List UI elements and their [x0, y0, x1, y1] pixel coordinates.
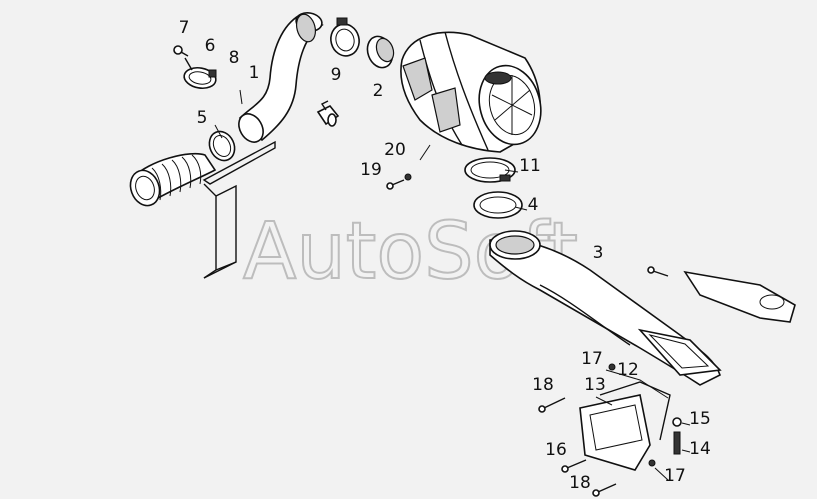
- flange-gasket: [637, 328, 722, 376]
- callout-1: 1: [249, 63, 260, 83]
- mounting-bracket: [202, 140, 276, 279]
- callout-7: 7: [179, 18, 190, 38]
- bolt-18-upper: [538, 397, 566, 413]
- callout-8: 8: [229, 48, 240, 68]
- callout-9: 9: [331, 65, 342, 85]
- hose-clamp-5: [208, 130, 236, 162]
- sleeve-2: [366, 35, 395, 69]
- callout-13: 13: [584, 375, 606, 395]
- air-filter-housing: [400, 31, 542, 153]
- callout-17: 17: [664, 466, 686, 486]
- bolt-7: [173, 45, 189, 57]
- callout-6: 6: [205, 36, 216, 56]
- callout-16: 16: [545, 440, 567, 460]
- callout-4: 4: [528, 195, 539, 215]
- ring-4: [473, 191, 523, 219]
- bolt-19: [386, 173, 412, 190]
- callout-17: 17: [581, 349, 603, 369]
- callout-20: 20: [384, 140, 406, 160]
- callout-12: 12: [617, 360, 639, 380]
- leader-lines: [214, 89, 691, 481]
- lower-bracket: [579, 381, 671, 471]
- washer-15: [672, 417, 682, 427]
- nut-17-upper: [608, 363, 616, 371]
- callout-11: 11: [519, 156, 541, 176]
- callout-18: 18: [532, 375, 554, 395]
- clamp-6: [183, 57, 217, 90]
- callout-5: 5: [197, 108, 208, 128]
- callout-19: 19: [360, 160, 382, 180]
- callout-3: 3: [593, 243, 604, 263]
- intake-pipe-1: [238, 12, 324, 143]
- bellows-hose: [129, 152, 217, 207]
- clamp-11: [464, 157, 516, 183]
- callout-15: 15: [689, 409, 711, 429]
- bolt-16: [561, 459, 587, 473]
- nut-8: [208, 69, 217, 78]
- washer-20: [404, 173, 412, 181]
- callout-2: 2: [373, 81, 384, 101]
- bolt-14: [673, 431, 681, 455]
- callout-18: 18: [569, 473, 591, 493]
- nut-17-lower: [648, 459, 656, 467]
- callout-14: 14: [689, 439, 711, 459]
- top-bracket: [647, 266, 796, 323]
- clamp-9: [330, 17, 360, 57]
- nozzle: [316, 100, 340, 127]
- bolt-18-lower: [592, 483, 617, 497]
